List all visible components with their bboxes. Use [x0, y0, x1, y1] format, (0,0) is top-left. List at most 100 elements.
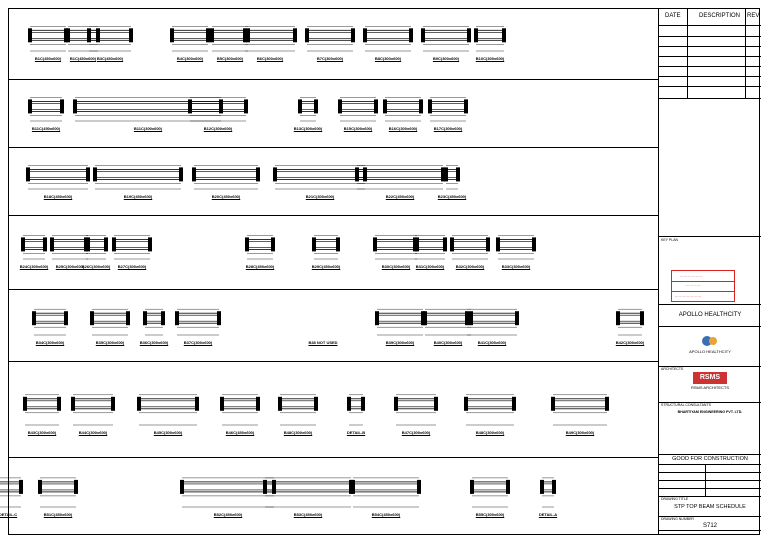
beam-mark-label: B21C(300x600) [305, 194, 335, 199]
structural-name: BHARTIYAM ENGINEERING PVT. LTD. [677, 410, 743, 414]
beam-outline [394, 398, 438, 410]
beam-drawing [413, 235, 447, 260]
beam-drawing [263, 477, 353, 508]
support-column [246, 28, 250, 43]
beam-mark-label: DETAIL-B [346, 430, 366, 435]
beam-outline [26, 168, 90, 180]
architect-divider [659, 366, 761, 367]
beam-mark-label: B10C(300x600) [475, 56, 505, 61]
beam-outline [180, 481, 276, 493]
support-column [532, 237, 536, 252]
beam-drawing [474, 26, 506, 52]
beam-outline [363, 29, 413, 41]
support-column [180, 479, 184, 494]
beam-row-3 [8, 148, 658, 216]
beam-outline [0, 481, 23, 493]
beam-mark-label: B28C(450x600) [245, 264, 275, 269]
rev-col-divider [687, 8, 688, 98]
beam-drawing [180, 477, 276, 508]
beam-outline [421, 29, 471, 41]
support-column [245, 237, 249, 252]
support-column [640, 311, 644, 326]
beam-outline [28, 29, 68, 41]
beam-drawing [298, 97, 318, 122]
beam-drawing [243, 26, 297, 52]
support-column [175, 311, 179, 326]
support-column [465, 311, 469, 326]
beam-mark-label: B32C(300x600) [455, 264, 485, 269]
beam-elevation: B33C(300x600) [496, 230, 536, 269]
support-column [474, 28, 478, 43]
support-column [179, 167, 183, 182]
support-column [170, 28, 174, 43]
drawing-number-label: DRAWING NUMBER [661, 517, 694, 521]
support-column [19, 479, 23, 494]
support-column [305, 28, 309, 43]
beam-drawing [23, 394, 61, 426]
beam-elevation: B18C(450x600) [26, 160, 90, 199]
support-column [256, 167, 260, 182]
support-column [423, 311, 427, 326]
beam-elevation: B44C(300x600) [71, 384, 115, 435]
support-column [506, 479, 510, 494]
beam-drawing [465, 308, 519, 336]
support-column [338, 99, 342, 114]
beam-drawing [470, 477, 510, 508]
beam-outline [373, 238, 419, 250]
beam-drawing [170, 26, 210, 52]
support-column [428, 99, 432, 114]
beam-outline [616, 312, 644, 324]
beam-outline [32, 312, 68, 324]
info-col-divider [705, 464, 706, 496]
beam-drawing [188, 97, 248, 122]
beam-elevation: B27C(300x600) [112, 230, 152, 269]
support-column [21, 237, 25, 252]
support-column [351, 479, 355, 494]
support-column [464, 99, 468, 114]
beam-mark-label: B40C(300x600) [433, 340, 463, 345]
support-column [210, 28, 214, 43]
support-column [23, 396, 27, 411]
support-column [87, 28, 91, 43]
client-divider [659, 304, 761, 305]
beam-elevation: B54C(450x600) [351, 468, 421, 517]
description-header: DESCRIPTION [699, 13, 741, 19]
beam-outline [464, 398, 516, 410]
beam-drawing [93, 165, 183, 190]
support-column [314, 396, 318, 411]
beam-schedule-area: B1C(450x600)B1C(450x600)B3C(450x600)B4C(… [0, 8, 658, 535]
beam-mark-label: B9C(300x600) [432, 56, 460, 61]
beam-mark-label: B38 NOT USED [308, 340, 338, 345]
beam-elevation: B3C(450x600) [87, 20, 133, 61]
revision-row [659, 98, 761, 99]
beam-mark-label: B37C(300x600) [183, 340, 213, 345]
title-divider [659, 496, 761, 497]
beam-elevation: B28C(450x600) [245, 230, 275, 269]
support-column [143, 311, 147, 326]
beam-drawing [38, 477, 78, 508]
beam-mark-label: B25C(300x600) [55, 264, 85, 269]
beam-mark-label: B31C(300x600) [415, 264, 445, 269]
beam-mark-label: B3C(450x600) [96, 56, 124, 61]
support-column [137, 396, 141, 411]
support-column [243, 28, 247, 43]
beam-outline [93, 168, 183, 180]
key-plan-label: KEY PLAN [661, 238, 679, 242]
beam-mark-label: B7C(300x600) [316, 56, 344, 61]
beam-mark-label: B55C(300x600) [475, 512, 505, 517]
beam-drawing [394, 394, 438, 426]
support-column [71, 396, 75, 411]
support-column [206, 28, 210, 43]
beam-mark-label: B20C(450x600) [211, 194, 241, 199]
beam-row-6 [8, 362, 658, 458]
support-column [441, 167, 445, 182]
support-column [272, 479, 276, 494]
beam-outline [465, 312, 519, 324]
beam-elevation: B23C(450x600) [438, 160, 466, 199]
beam-drawing [32, 308, 68, 336]
support-column [188, 99, 192, 114]
beam-mark-label: B42C(300x600) [615, 340, 645, 345]
beam-mark-label: B23C(450x600) [437, 194, 467, 199]
beam-mark-label: B1C(450x600) [34, 56, 62, 61]
support-column [96, 28, 100, 43]
